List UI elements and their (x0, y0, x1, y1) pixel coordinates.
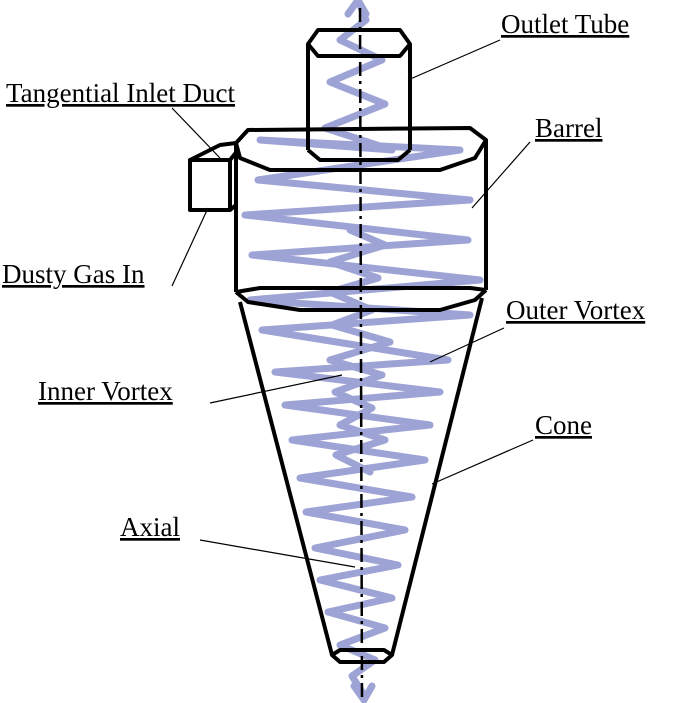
barrel-top (234, 126, 488, 172)
label-cone: Cone (535, 410, 592, 440)
cyclone-outline (188, 28, 488, 664)
label-tangential-inlet-duct: Tangential Inlet Duct (6, 78, 236, 108)
cone-right-wall (390, 297, 484, 656)
leader-tangential-inlet (171, 107, 221, 159)
barrel-bottom (234, 288, 488, 312)
leader-lines (171, 39, 534, 568)
label-dusty-gas-in: Dusty Gas In (2, 259, 145, 289)
central-axis (358, 7, 364, 701)
inner-vortex-path (326, 226, 394, 476)
leader-cone (431, 439, 534, 485)
label-inner-vortex: Inner Vortex (38, 376, 173, 406)
leader-inner-vortex (209, 374, 343, 404)
labels: Outlet Tube Tangential Inlet Duct Barrel… (2, 9, 646, 542)
leader-dusty-gas (171, 207, 209, 287)
bottom-arrow (350, 682, 376, 703)
leader-outlet-tube (407, 39, 501, 81)
label-axial: Axial (120, 512, 180, 542)
tangential-inlet-duct (188, 141, 240, 212)
label-outer-vortex: Outer Vortex (506, 295, 646, 325)
leader-axial (199, 539, 356, 568)
outlet-tube (306, 28, 412, 162)
dust-outlet (330, 648, 394, 664)
top-arrow (344, 0, 370, 18)
leader-outer-vortex (429, 327, 505, 363)
leader-barrel (471, 141, 531, 209)
cone-left-wall (238, 301, 334, 656)
label-outlet-tube: Outlet Tube (501, 9, 629, 39)
label-barrel: Barrel (535, 113, 602, 143)
